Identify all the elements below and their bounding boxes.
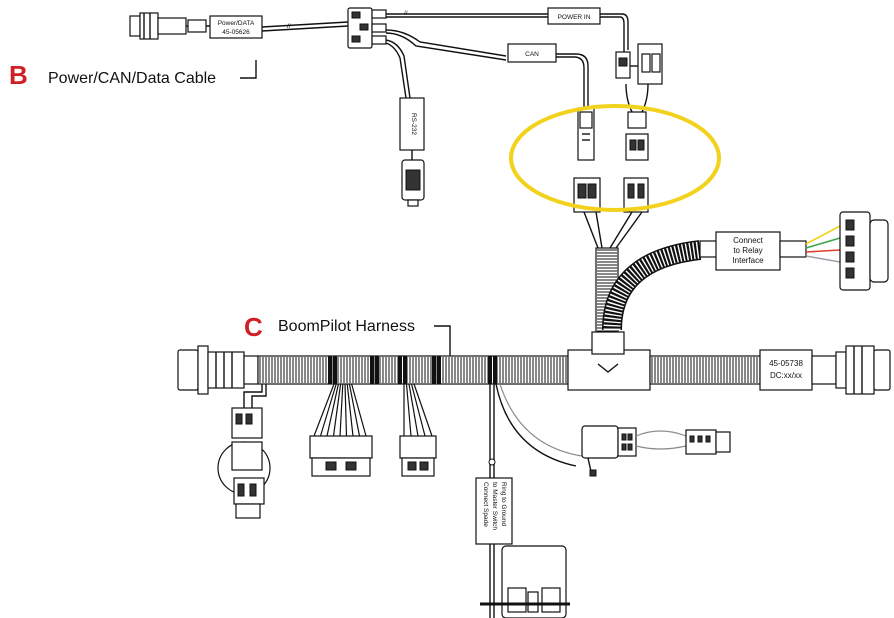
harness-detail-line xyxy=(405,383,412,437)
power-in-connector xyxy=(615,43,663,85)
part-number-tag: 45-05738 DC:xx/xx xyxy=(759,349,813,391)
harness-detail-line xyxy=(332,383,342,437)
relay-tag: Connect to Relay Interface xyxy=(715,231,781,271)
harness-detail-line xyxy=(326,383,339,437)
junction-block xyxy=(347,7,387,49)
power-data-tag: Power/DATA 45-05626 xyxy=(209,15,263,39)
power-in-tag-text: POWER IN xyxy=(558,14,591,21)
harness-detail-line xyxy=(339,383,344,437)
spade-tag-line1: Connect Spade xyxy=(482,482,489,527)
bottom-module xyxy=(480,545,570,618)
power-plug-connector xyxy=(129,12,187,40)
wire-break-mark: // xyxy=(287,23,291,30)
multi-pin-connector-b xyxy=(399,383,437,477)
side-connector-drop xyxy=(495,383,731,477)
callout-c-text: BoomPilot Harness xyxy=(278,318,415,335)
callout-b-letter: B xyxy=(9,60,28,90)
callout-c-leader xyxy=(434,325,451,356)
spade-ground-drop: Connect Spade to Master Switch Ring to G… xyxy=(475,384,513,618)
callout-c-letter: C xyxy=(244,312,263,342)
harness-detail-line xyxy=(346,383,354,437)
harness-detail-line xyxy=(344,383,348,437)
rs232-db9-connector xyxy=(401,159,425,207)
callout-b: B Power/CAN/Data Cable xyxy=(9,60,257,90)
relay-tag-line1: Connect xyxy=(733,236,764,245)
harness-detail-line xyxy=(410,383,426,437)
part-number-text: 45-05738 xyxy=(769,359,803,368)
power-connector-pair xyxy=(623,83,649,213)
tee-junction xyxy=(567,331,651,391)
can-tag: CAN xyxy=(507,43,557,63)
callout-b-text: Power/CAN/Data Cable xyxy=(48,70,216,87)
right-circular-connector xyxy=(835,345,891,395)
harness-detail-line xyxy=(319,383,337,437)
rs232-tag-text: RS-232 xyxy=(410,113,417,135)
harness-detail-line xyxy=(351,383,367,437)
power-data-tag-line1: Power/DATA xyxy=(218,20,255,27)
power-in-tag: POWER IN xyxy=(547,7,601,25)
relay-conduit xyxy=(602,240,719,331)
relay-tag-line3: Interface xyxy=(732,256,764,265)
boompilot-harness: 45-05738 DC:xx/xx xyxy=(177,331,891,395)
mating-connectors xyxy=(509,83,721,213)
callout-c: C BoomPilot Harness xyxy=(244,312,451,356)
harness-detail-line xyxy=(313,383,335,437)
wire-break-mark-2: // xyxy=(404,10,408,17)
relay-harness-end xyxy=(779,211,889,291)
multi-pin-connector-a xyxy=(309,383,373,477)
can-connector-pair xyxy=(573,107,601,213)
harness-detail-line xyxy=(408,383,419,437)
can-tag-text: CAN xyxy=(525,51,539,58)
harness-detail-line xyxy=(413,383,433,437)
power-data-tag-line2: 45-05626 xyxy=(222,29,250,36)
power-can-data-cable: Power/DATA 45-05626 // // POWER IN xyxy=(129,7,663,207)
spade-tag-line2: to Master Switch xyxy=(491,482,498,530)
left-circular-connector xyxy=(177,345,259,395)
harness-detail-line xyxy=(348,383,361,437)
highlight-ring xyxy=(509,104,721,212)
relay-interface-connector xyxy=(839,211,889,291)
rs232-tag: RS-232 xyxy=(399,97,425,151)
three-pin-connector-drop xyxy=(217,384,271,519)
callout-b-leader xyxy=(240,60,257,79)
spade-tag-line3: Ring to Ground xyxy=(500,482,507,526)
drop-wires xyxy=(583,211,643,249)
date-code-text: DC:xx/xx xyxy=(770,371,802,380)
relay-tag-line2: to Relay xyxy=(733,246,762,255)
side-connector-pair xyxy=(581,425,731,477)
